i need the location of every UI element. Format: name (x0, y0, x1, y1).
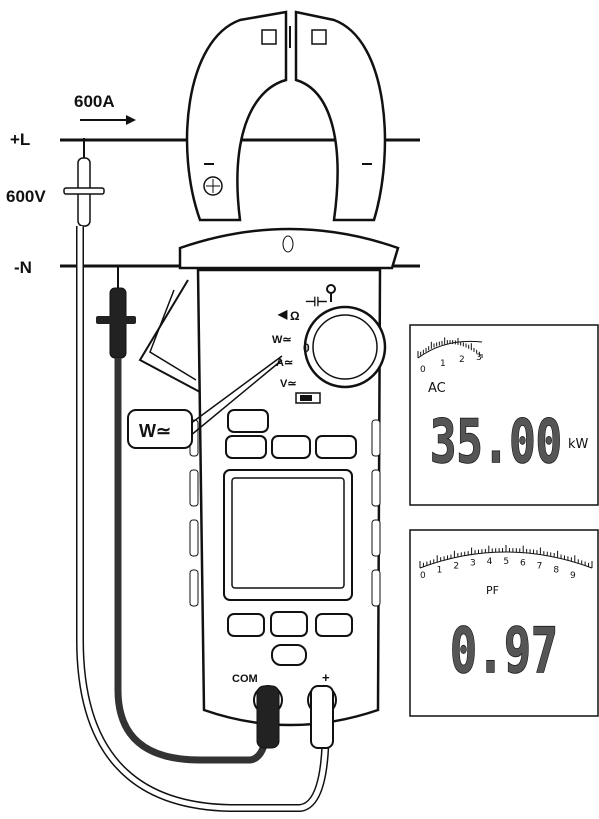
pf-tick-label: 2 (453, 561, 459, 571)
plus-terminal (307, 685, 337, 749)
clamp-jaws (185, 10, 387, 222)
pf-tick-label: 3 (470, 559, 476, 569)
dial-current-mode: A≃ (276, 357, 293, 369)
pf-label: PF (486, 584, 499, 597)
svg-text:Ω: Ω (290, 309, 300, 323)
meter-button-lower-3[interactable] (315, 613, 353, 637)
meter-button-lower-1[interactable] (227, 613, 265, 637)
meter-button-top[interactable] (227, 409, 269, 433)
power-tick-1: 1 (440, 359, 446, 369)
voltage-label: 600V (6, 187, 46, 206)
power-scale-ticks (417, 337, 483, 358)
mode-callout: W≃ (127, 355, 283, 449)
pf-tick-label: 8 (553, 565, 559, 575)
com-terminal-label: COM (232, 673, 258, 685)
meter-button-row-1[interactable] (225, 435, 267, 459)
power-tick-2: 2 (459, 355, 465, 365)
com-terminal (253, 685, 283, 749)
meter-button-bottom[interactable] (271, 644, 307, 666)
meter-lcd-screen (231, 477, 345, 589)
meter-button-row-2[interactable] (271, 435, 311, 459)
voltage-probe (63, 138, 330, 812)
pf-tick-label: 1 (437, 565, 443, 575)
dial-symbols-icon: ◀ Ω ⊣⊢ (277, 284, 336, 323)
rotary-dial[interactable]: 0 (303, 305, 387, 389)
jaw-marker-icon (261, 29, 277, 45)
pf-tick-label: 5 (503, 557, 509, 567)
pf-tick-label: 0 (420, 571, 426, 581)
jaw-marker-icon (311, 29, 327, 45)
dial-power-mode: W≃ (272, 334, 292, 346)
current-label: 600A (74, 92, 115, 111)
pf-tick-label: 9 (570, 571, 576, 581)
power-unit: kW (568, 437, 589, 452)
power-tick-3: 3 (476, 353, 482, 363)
plus-terminal-label: + (322, 670, 330, 685)
power-mode-indicator: AC (428, 381, 446, 396)
pf-tick-label: 6 (520, 559, 526, 569)
power-reading: 35.00 (430, 407, 562, 477)
svg-text:◀: ◀ (277, 307, 288, 321)
pf-scale-ticks (419, 545, 593, 568)
power-display-panel: 0 1 2 3 AC 35.00 kW (409, 324, 599, 506)
current-arrow-icon (80, 115, 136, 125)
svg-text:⊣⊢: ⊣⊢ (305, 294, 328, 309)
dial-voltage-mode: V≃ (280, 378, 297, 390)
pf-reading: 0.97 (450, 614, 558, 687)
mode-callout-label: W≃ (139, 421, 171, 441)
meter-button-lower-2[interactable] (270, 611, 308, 637)
dial-off-mark: 0 (303, 341, 310, 355)
pf-tick-label: 4 (487, 557, 493, 567)
power-tick-0: 0 (420, 365, 426, 375)
meter-button-row-3[interactable] (315, 435, 357, 459)
neutral-label: -N (14, 258, 32, 277)
live-label: +L (10, 130, 30, 149)
pf-tick-label: 7 (537, 561, 543, 571)
